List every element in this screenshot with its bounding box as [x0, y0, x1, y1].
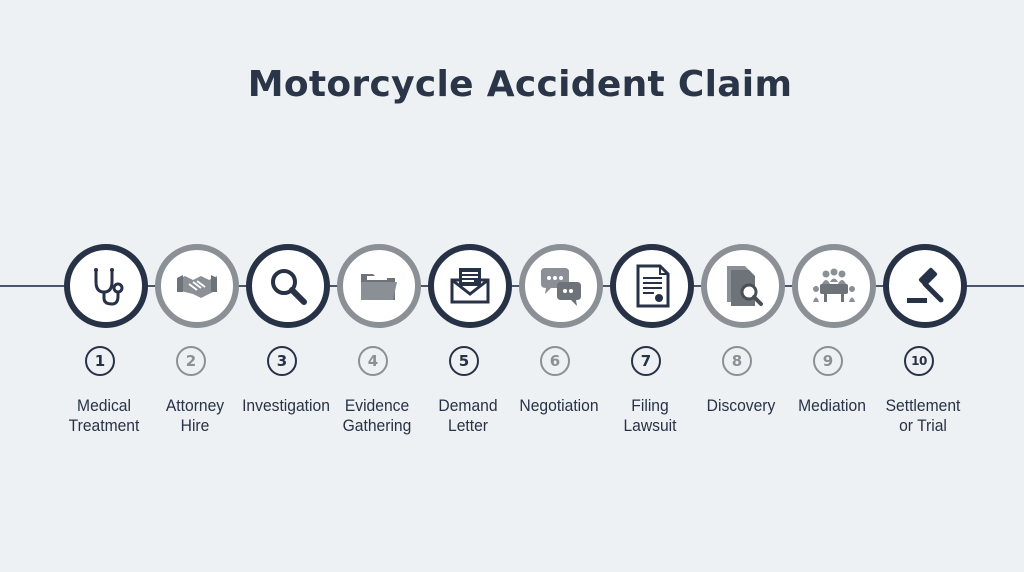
chat-bubbles-icon — [541, 268, 581, 306]
step-icon-circle — [519, 244, 603, 328]
step-medical-treatment: 1 Medical Treatment — [44, 244, 164, 444]
step-label: Settlement or Trial — [885, 396, 961, 435]
step-discovery: 8 Discovery — [681, 244, 801, 444]
step-number: 8 — [722, 346, 752, 376]
step-filing-lawsuit: 7 Filing Lawsuit — [590, 244, 710, 444]
step-icon-circle — [610, 244, 694, 328]
step-mediation: 9 Mediation — [772, 244, 892, 444]
step-label: Investigation — [242, 396, 330, 415]
step-number: 1 — [85, 346, 115, 376]
step-label: Discovery — [706, 396, 776, 415]
gavel-icon — [907, 267, 944, 303]
step-icon-circle — [246, 244, 330, 328]
step-demand-letter: 5 Demand Letter — [408, 244, 528, 444]
step-number: 7 — [631, 346, 661, 376]
meeting-table-icon — [813, 268, 855, 302]
step-negotiation: 6 Negotiation — [499, 244, 619, 444]
step-label: Medical Treatment — [68, 396, 140, 435]
step-icon-circle — [155, 244, 239, 328]
step-attorney-hire: 2 Attorney Hire — [135, 244, 255, 444]
step-icon-circle — [337, 244, 421, 328]
step-label: Filing Lawsuit — [623, 396, 677, 435]
stethoscope-icon — [94, 268, 124, 306]
folder-icon — [361, 274, 397, 300]
magnifying-glass-icon — [271, 269, 307, 305]
page-title: Motorcycle Accident Claim — [247, 64, 793, 105]
step-number: 2 — [176, 346, 206, 376]
step-label: Negotiation — [519, 396, 599, 415]
envelope-letter-icon — [450, 268, 490, 304]
step-number: 10 — [904, 346, 934, 376]
step-number: 4 — [358, 346, 388, 376]
step-label: Attorney Hire — [165, 396, 225, 435]
step-number: 6 — [540, 346, 570, 376]
step-icon-circle — [428, 244, 512, 328]
step-icon-circle — [792, 244, 876, 328]
step-number: 9 — [813, 346, 843, 376]
step-icon-circle — [701, 244, 785, 328]
legal-document-icon — [636, 264, 670, 308]
step-label: Evidence Gathering — [342, 396, 412, 435]
step-icon-circle — [883, 244, 967, 328]
step-settlement-or-trial: 10 Settlement or Trial — [863, 244, 983, 444]
step-icon-circle — [64, 244, 148, 328]
document-search-icon — [727, 266, 763, 306]
step-number: 3 — [267, 346, 297, 376]
step-number: 5 — [449, 346, 479, 376]
step-investigation: 3 Investigation — [226, 244, 346, 444]
handshake-icon — [177, 275, 217, 298]
step-evidence-gathering: 4 Evidence Gathering — [317, 244, 437, 444]
step-label: Mediation — [798, 396, 866, 415]
step-label: Demand Letter — [438, 396, 498, 435]
timeline-line — [0, 285, 1024, 287]
